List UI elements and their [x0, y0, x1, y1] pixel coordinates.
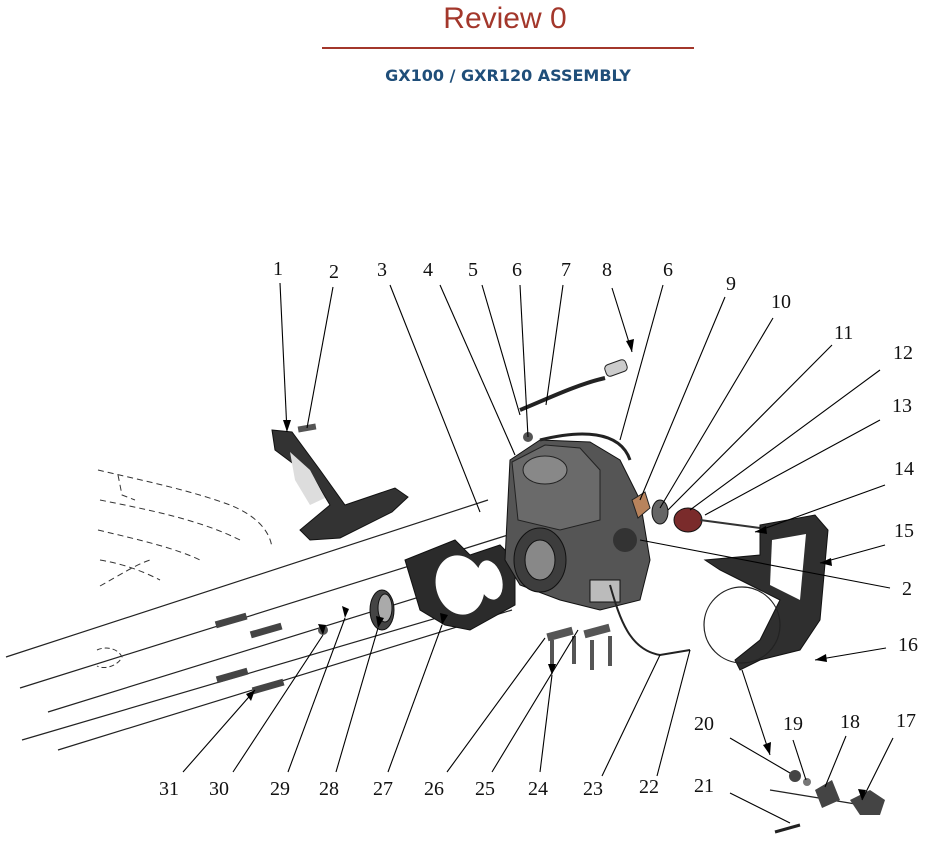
assembly-subtitle: GX100 / GXR120 ASSEMBLY	[385, 66, 631, 85]
callout-27: 27	[373, 778, 393, 800]
callout-7: 7	[561, 259, 571, 281]
callout-18: 18	[840, 711, 860, 733]
fuel-filter-8	[604, 359, 628, 377]
callout-28: 28	[319, 778, 339, 800]
gasket-hole-2	[477, 560, 503, 600]
callout-numbers: 1 2 3 4 5 6 7 8 6 9 10 11 12 13 14 15 2 …	[159, 258, 918, 800]
callout-21: 21	[694, 775, 714, 797]
standoffs-24-26	[546, 623, 612, 670]
callout-8: 8	[602, 259, 612, 281]
callout-31: 31	[159, 778, 179, 800]
callout-4: 4	[423, 259, 433, 281]
callout-20: 20	[694, 713, 714, 735]
spacer-rods	[214, 612, 285, 695]
detail-circle	[703, 586, 781, 664]
callout-12: 12	[893, 342, 913, 364]
mount-bracket-left	[271, 429, 409, 541]
arrowheads	[246, 339, 866, 800]
callout-25: 25	[475, 778, 495, 800]
background-sketch	[97, 469, 273, 587]
bracket-outline-sketch	[96, 647, 123, 669]
pulley-28	[369, 589, 395, 631]
callout-24: 24	[528, 778, 548, 800]
callout-6: 6	[512, 259, 522, 281]
guard-opening	[770, 534, 806, 600]
throttle-cable	[609, 584, 691, 657]
fuel-hose	[539, 432, 632, 461]
callout-17: 17	[896, 710, 916, 732]
bracket-cutout	[290, 452, 325, 505]
callout-6-second: 6	[663, 259, 673, 281]
callout-13: 13	[892, 395, 912, 417]
page-title: Review 0	[443, 2, 567, 35]
callout-14: 14	[894, 458, 914, 480]
callout-9: 9	[726, 273, 736, 295]
title-underline	[322, 47, 694, 49]
axis-lines	[5, 499, 516, 751]
callout-23: 23	[583, 778, 603, 800]
callout-1: 1	[273, 258, 283, 280]
callout-2: 2	[329, 261, 339, 283]
engine-body	[504, 439, 651, 611]
sub-assembly-17-21	[769, 770, 885, 834]
carburetor-stack	[631, 491, 761, 533]
callout-11: 11	[834, 322, 853, 344]
callout-5: 5	[468, 259, 478, 281]
callout-22: 22	[639, 776, 659, 798]
callout-15: 15	[894, 520, 914, 542]
fuel-line	[519, 376, 606, 412]
callout-3: 3	[377, 259, 387, 281]
callout-16: 16	[898, 634, 918, 656]
leader-lines	[182, 282, 894, 824]
callout-10: 10	[771, 291, 791, 313]
gasket-hole	[435, 555, 485, 615]
callout-30: 30	[209, 778, 229, 800]
callout-29: 29	[270, 778, 290, 800]
callout-26: 26	[424, 778, 444, 800]
callout-19: 19	[783, 713, 803, 735]
callout-2-right: 2	[902, 578, 912, 600]
